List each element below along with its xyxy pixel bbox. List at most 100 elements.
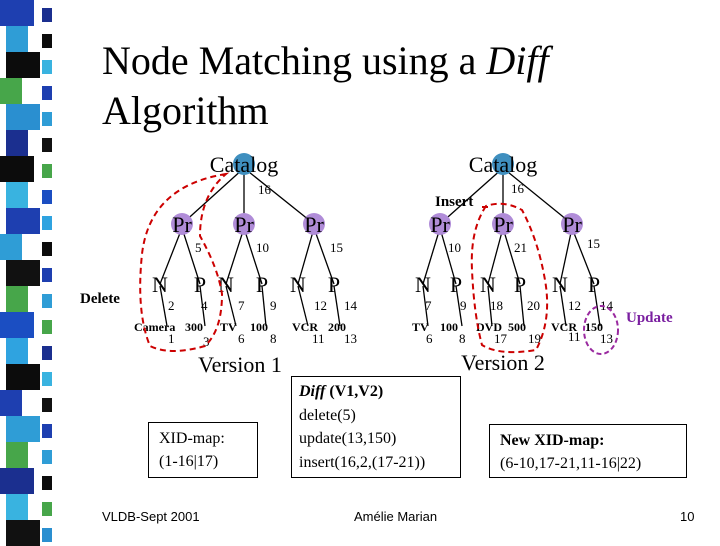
root-node (492, 153, 514, 175)
node-id: 9 (460, 298, 467, 313)
edge (199, 285, 206, 327)
stripe-block (6, 52, 40, 78)
footer-conference: VLDB-Sept 2001 (102, 509, 200, 524)
title-line2: Algorithm (102, 88, 269, 133)
delete-label: Delete (80, 291, 120, 307)
node-id: 7 (425, 298, 432, 313)
root-label: Catalog (469, 152, 537, 177)
value-id: 17 (494, 331, 508, 346)
left-tree: Catalog 16 Pr 5 Pr 10 Pr 15 N P N P N P … (80, 152, 358, 377)
product-id: 5 (195, 240, 202, 255)
stripe-block (42, 372, 52, 386)
stripe-block (6, 260, 40, 286)
diff-insert-op: insert(16,2,(17-21)) (299, 453, 426, 471)
edge (181, 227, 201, 285)
name-node: N (480, 272, 496, 297)
value-id: 13 (600, 331, 613, 346)
stripe-block (6, 26, 28, 52)
xid-map-title: XID-map: (159, 430, 225, 447)
value-id: 8 (459, 331, 466, 346)
product-label: Pr (304, 212, 324, 237)
price-node: P (450, 272, 462, 297)
xid-map-value: (1-16|17) (159, 453, 219, 470)
edge (502, 227, 521, 285)
value-id: 11 (312, 331, 325, 346)
stripe-block (42, 476, 52, 490)
edge (571, 227, 595, 285)
product-label: Pr (234, 212, 254, 237)
edge (422, 285, 429, 327)
version-1-label: Version 1 (198, 352, 282, 377)
diff-update-op: update(13,150) (299, 430, 397, 447)
price-node: P (588, 272, 600, 297)
value-text: TV (412, 320, 429, 334)
stripe-block (6, 364, 40, 390)
product-node (492, 213, 514, 235)
insert-highlight (470, 202, 549, 354)
value-text: 300 (185, 320, 203, 334)
value-id: 13 (344, 331, 357, 346)
value-id: 1 (168, 331, 175, 346)
price-node: P (514, 272, 526, 297)
value-text: 500 (508, 320, 526, 334)
value-id: 6 (426, 331, 433, 346)
insert-label: Insert (435, 194, 473, 210)
stripe-block (42, 320, 52, 334)
edge (243, 227, 263, 285)
stripe-block (6, 182, 28, 208)
diff-header: Diff (V1,V2) (299, 380, 460, 404)
product-label: Pr (493, 212, 513, 237)
name-node: N (152, 272, 168, 297)
stripe-block (6, 104, 40, 130)
node-id: 7 (238, 298, 245, 313)
stripe-block (0, 390, 22, 416)
stripe-block (42, 346, 52, 360)
title-italic: Diff (486, 38, 549, 83)
edge (439, 227, 457, 285)
node-id: 9 (270, 298, 277, 313)
stripe-block (6, 208, 40, 234)
name-node: N (552, 272, 568, 297)
edge (297, 285, 309, 327)
update-label: Update (626, 310, 673, 326)
diff-box: Diff (V1,V2) delete(5) update(13,150) in… (291, 376, 461, 478)
node-id: 18 (490, 298, 503, 313)
stripe-block (0, 156, 34, 182)
node-id: 12 (314, 298, 327, 313)
value-id: 3 (203, 334, 210, 349)
node-id: 4 (201, 298, 208, 313)
title-prefix: Node Matching using a (102, 38, 487, 83)
edge (422, 227, 441, 285)
product-node (429, 213, 451, 235)
product-label: Pr (172, 212, 192, 237)
product-id: 10 (448, 240, 461, 255)
value-text: 150 (585, 320, 603, 334)
stripe-block (42, 112, 52, 126)
stripe-block (0, 0, 34, 26)
value-text: 100 (250, 320, 268, 334)
stripe-block (42, 8, 52, 22)
stripe-block (0, 312, 34, 338)
value-id: 6 (238, 331, 245, 346)
stripe-block (42, 190, 52, 204)
root-id: 16 (258, 182, 272, 197)
product-node (233, 213, 255, 235)
edge (313, 227, 335, 285)
stripe-block (42, 268, 52, 282)
diff-header-italic: Diff (299, 383, 326, 400)
edge (159, 285, 168, 327)
product-node (171, 213, 193, 235)
stripe-block (42, 502, 52, 516)
node-id: 20 (527, 298, 540, 313)
footer-page-number: 10 (680, 509, 695, 524)
price-node: P (256, 272, 268, 297)
stripe-block (42, 424, 52, 438)
value-id: 8 (270, 331, 277, 346)
edge (333, 285, 341, 327)
stripe-block (42, 138, 52, 152)
value-text: VCR (551, 320, 577, 334)
node-id: 14 (344, 298, 358, 313)
product-node (303, 213, 325, 235)
decorative-stripe (0, 0, 72, 546)
product-id: 15 (330, 240, 343, 255)
